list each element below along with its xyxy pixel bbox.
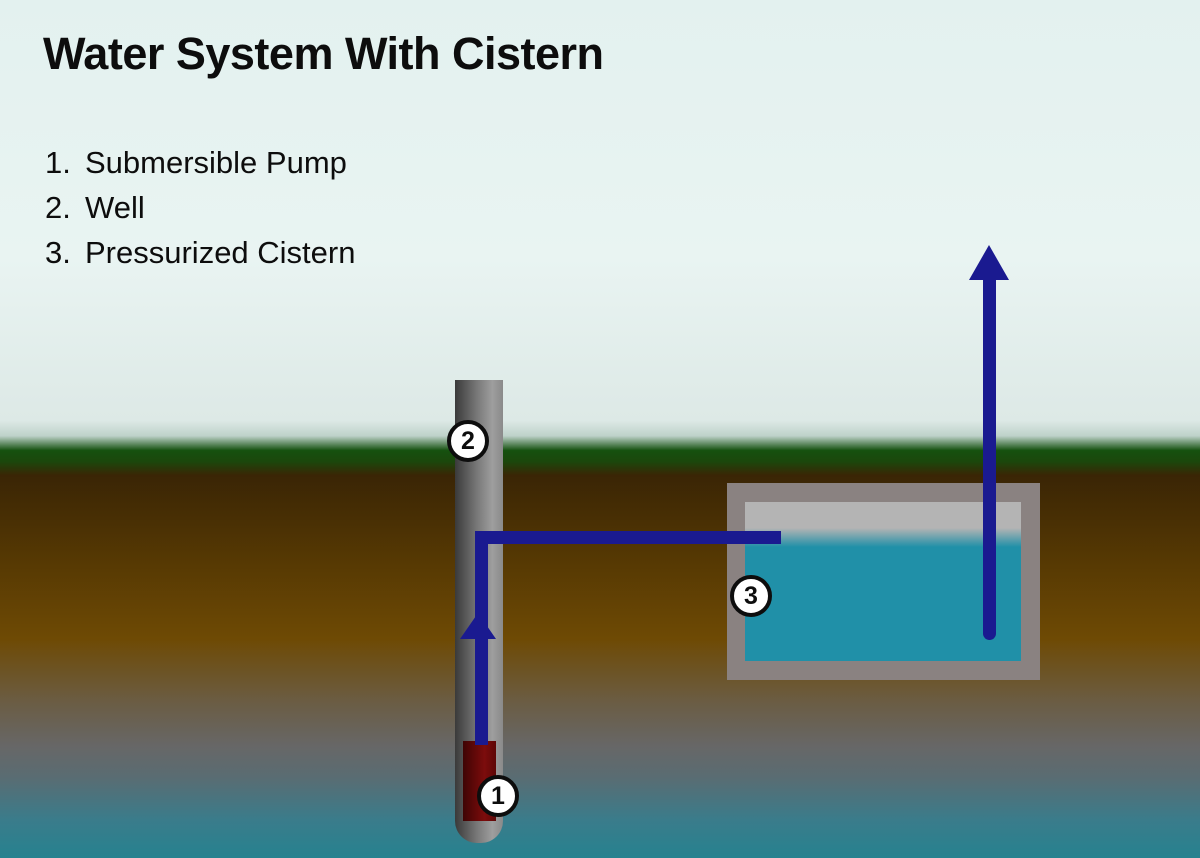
callout-well: 2 xyxy=(447,420,489,462)
diagram-title: Water System With Cistern xyxy=(43,28,604,79)
callout-number: 3 xyxy=(744,581,758,610)
legend-list: 1. Submersible Pump 2. Well 3. Pressuriz… xyxy=(45,140,355,275)
legend-item-label: Pressurized Cistern xyxy=(85,234,356,270)
legend-item-well: 2. Well xyxy=(45,185,355,230)
legend-item-cistern: 3. Pressurized Cistern xyxy=(45,230,355,275)
callout-pump: 1 xyxy=(477,775,519,817)
cistern-water xyxy=(745,502,1021,661)
callout-cistern: 3 xyxy=(730,575,772,617)
well-to-cistern-pipe xyxy=(475,531,781,544)
legend-item-number: 2. xyxy=(45,189,71,225)
callout-number: 1 xyxy=(491,781,505,810)
legend-item-label: Submersible Pump xyxy=(85,144,347,180)
legend-item-pump: 1. Submersible Pump xyxy=(45,140,355,185)
flow-arrow-up-icon xyxy=(969,245,1009,280)
flow-arrow-up-icon xyxy=(460,613,496,639)
legend-item-number: 1. xyxy=(45,144,71,180)
legend-item-label: Well xyxy=(85,189,145,225)
legend-item-number: 3. xyxy=(45,234,71,270)
cistern-outlet-pipe xyxy=(983,274,996,640)
callout-number: 2 xyxy=(461,426,475,455)
